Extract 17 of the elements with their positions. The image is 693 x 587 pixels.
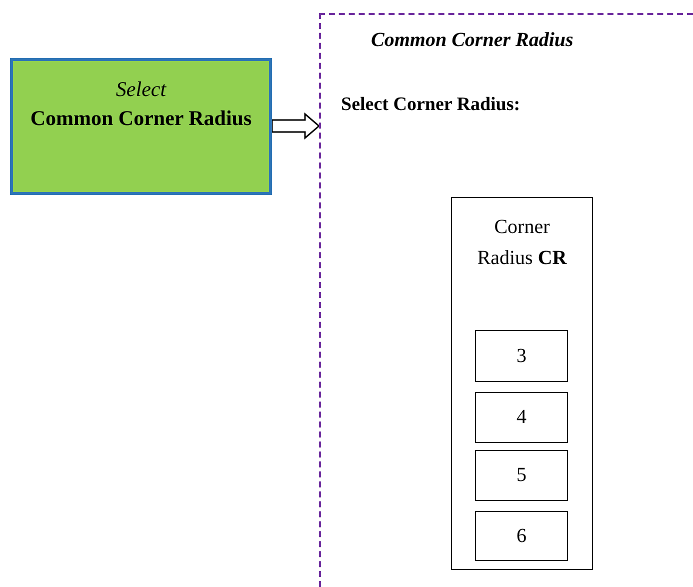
option-value: 6	[516, 524, 526, 548]
panel-title: Common Corner Radius	[371, 29, 574, 52]
list-box	[451, 197, 593, 570]
box-title: Common Corner Radius	[29, 105, 253, 132]
box-subtitle: Select	[114, 76, 168, 103]
option-value: 3	[516, 344, 526, 368]
option-value: 5	[516, 464, 526, 487]
option-box	[475, 330, 568, 382]
process-box	[10, 58, 272, 195]
list-heading: Corner Radius CR	[477, 215, 567, 271]
option-box	[475, 392, 568, 443]
dashed-panel	[319, 13, 693, 587]
option-box	[475, 450, 568, 501]
block-arrow	[271, 112, 320, 140]
option-box	[475, 511, 568, 561]
panel-heading: Select Corner Radius:	[341, 94, 520, 116]
option-value: 4	[516, 406, 526, 429]
